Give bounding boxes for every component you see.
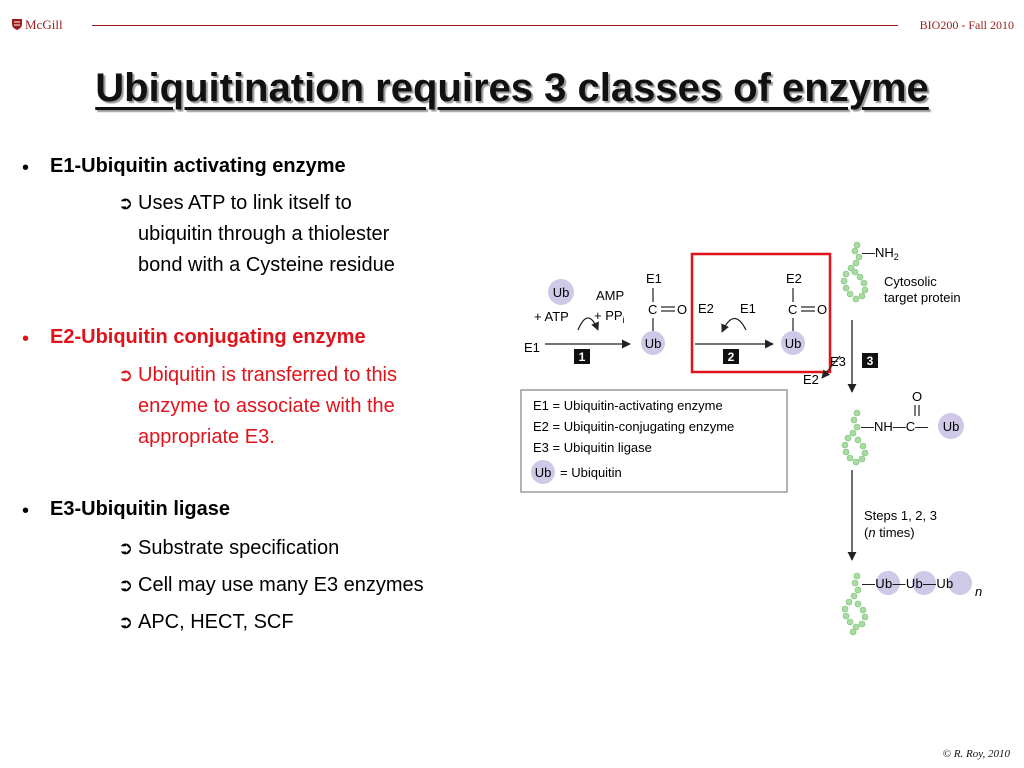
bullet-heading-e1: E1-Ubiquitin activating enzyme [50,155,346,177]
chain-n: n [975,584,982,599]
ub-circle [531,460,555,484]
times-text: times) [876,525,915,540]
legend-box [520,389,788,493]
ubiquitination-diagram: Ub + ATP E1 AMP + PPi 1 E1 C O Ub E2 E1 … [520,241,982,636]
nh-text: —NH [862,245,894,260]
mcgill-logo: McGill [12,17,63,33]
target-protein [841,572,869,636]
e1-label: E1 [646,271,662,286]
header-rule [92,25,898,26]
step-number: 2 [728,350,735,364]
steps-repeat-line-2: (n times) [864,525,915,540]
e1-released-label: E1 [740,301,756,316]
n-italic: n [868,525,875,540]
bullet-marker: • [22,157,30,179]
target-protein [840,241,869,303]
sub-line: appropriate E3. [138,426,275,448]
step-badge [723,349,739,364]
nh2-subscript: 2 [894,252,899,262]
sub-line: enzyme to associate with the [138,395,395,417]
carbonyl-oxygen-label: O [912,389,922,404]
ub-label: Ub [553,285,570,300]
nh2-label: —NH2 [862,245,899,262]
step-badge [574,349,590,364]
ub-circle [876,571,900,595]
ub-label: Ub [943,419,960,434]
reaction-curve-1 [577,317,599,331]
step3-curve [821,355,841,379]
ub-circle [781,331,805,355]
arrow-icon: ➲ [118,193,134,213]
legend-entry: E1 = Ubiquitin-activating enzyme [533,398,723,413]
step-badge [862,353,878,368]
carbon-label: C [648,302,657,317]
ub-circle [548,279,574,305]
arrow-icon: ➲ [118,612,134,632]
bullet-heading-e3: E3-Ubiquitin ligase [50,498,231,520]
sub-text-e2: Ubiquitin is transferred to this enzyme … [138,360,397,453]
slide-title: Ubiquitination requires 3 classes of enz… [95,66,929,110]
reaction-curve-2 [721,317,747,333]
paren: ( [864,525,869,540]
slide-header: McGill BIO200 - Fall 2010 [10,10,1016,38]
bullet-heading-e2: E2-Ubiquitin conjugating enzyme [50,326,366,348]
amp-label: AMP [596,288,624,303]
bullet-marker: • [22,328,30,350]
e3-label: E3 [830,354,846,369]
sub-item: APC, HECT, SCF [138,611,294,633]
oxygen-label: O [677,302,687,317]
sub-item: Substrate specification [138,537,340,559]
protein-label-line-1: Cytosolic [884,274,937,289]
arrow-icon: ➲ [118,575,134,595]
ub-circle [938,413,964,439]
sub-line: ubiquitin through a thiolester [138,223,390,245]
ub-label: Ub [645,336,662,351]
e2-released-label: E2 [803,372,819,387]
pp-text: + PP [594,308,623,323]
step-number: 3 [867,354,874,368]
oxygen-label: O [817,302,827,317]
ppi-label: + PPi [594,308,625,325]
step2-highlight-box [690,252,832,374]
sub-text-e1: Uses ATP to link itself to ubiquitin thr… [138,188,395,281]
isopeptide-bond-label: —NH—C— [861,419,928,434]
target-protein [841,409,869,466]
steps-repeat-line-1: Steps 1, 2, 3 [864,508,937,523]
step-number: 1 [579,350,586,364]
ub-label: Ub [535,465,552,480]
protein-label-line-2: target protein [884,290,961,305]
ub-circle [641,331,665,355]
arrow-icon: ➲ [118,365,134,385]
pp-subscript: i [623,315,625,325]
legend-entry: E2 = Ubiquitin-conjugating enzyme [533,419,734,434]
logo-text: McGill [25,17,63,32]
ub-label: Ub [785,336,802,351]
ub-circle [912,571,936,595]
e1-free-label: E1 [524,340,540,355]
copyright-footer: © R. Roy, 2010 [942,748,1010,760]
arrow-icon: ➲ [118,538,134,558]
sub-item: Cell may use many E3 enzymes [138,574,424,596]
carbon-label: C [788,302,797,317]
e2-label: E2 [786,271,802,286]
sub-line: Uses ATP to link itself to [138,192,352,214]
plus-atp-label: + ATP [534,309,569,324]
ub-circle [948,571,972,595]
e2-free-label: E2 [698,301,714,316]
legend-entry: E3 = Ubiquitin ligase [533,440,652,455]
polyubiquitin-chain: —Ub—Ub—Ub [862,576,954,591]
shield-icon [12,19,22,30]
sub-line: Ubiquitin is transferred to this [138,364,398,386]
sub-line: bond with a Cysteine residue [138,254,395,276]
course-label: BIO200 - Fall 2010 [919,18,1014,32]
legend-entry: = Ubiquitin [560,465,622,480]
bullet-marker: • [22,500,30,522]
